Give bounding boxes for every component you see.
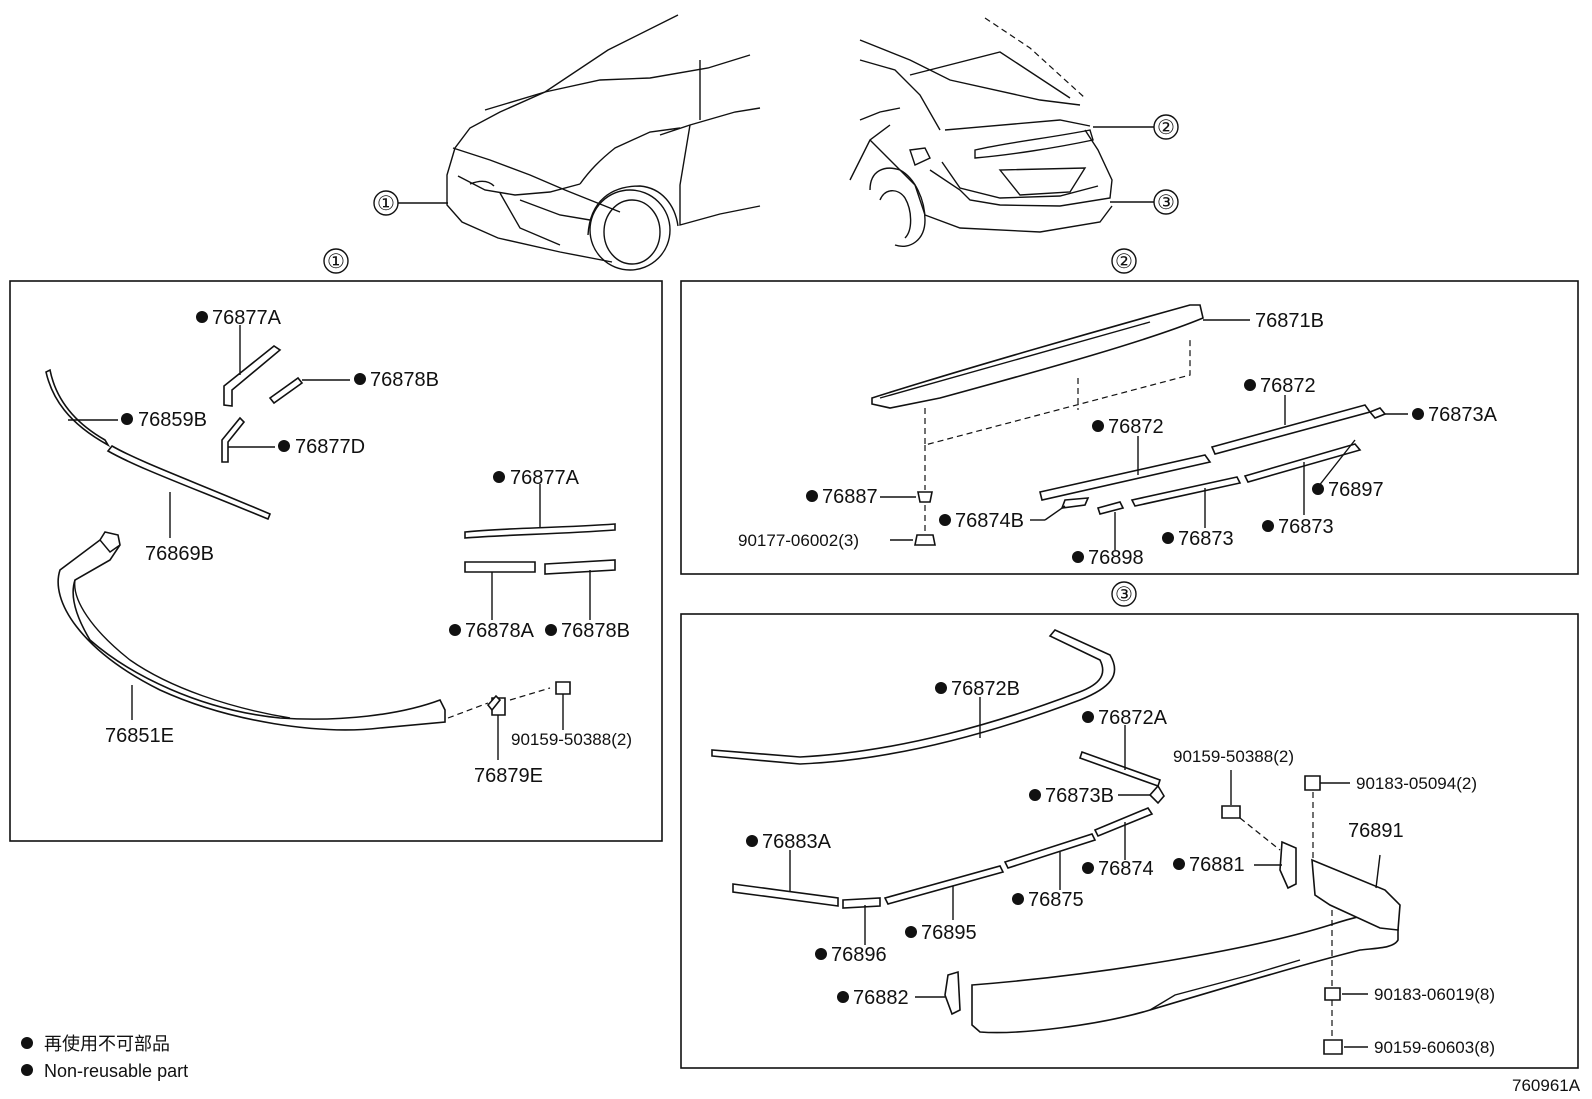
part-label-p76877a-right: 76877A [510,467,580,489]
part-label-p76879e: 76879E [474,765,543,787]
part-label-p90177-06002: 90177-06002(3) [738,531,859,550]
part-label-p76851e: 76851E [105,725,174,747]
part-label-p90159-60603: 90159-60603(8) [1374,1038,1495,1057]
part-label-p76887: 76887 [822,486,878,508]
part-label-p76898: 76898 [1088,547,1144,569]
part-label-p76873-a: 76873 [1178,528,1234,550]
part-label-p90159-50388: 90159-50388(2) [511,730,632,749]
legend-item-jp: 再使用不可部品 [44,1034,170,1054]
part-label-p76871b: 76871B [1255,310,1324,332]
part-label-p76873b: 76873B [1045,785,1114,807]
diagram-code: 760961A [1512,1076,1581,1095]
part-label-p76873-b: 76873 [1278,516,1334,538]
part-label-p76891: 76891 [1348,820,1404,842]
part-label-p90159-50388: 90159-50388(2) [1173,747,1294,766]
part-label-p76874b: 76874B [955,510,1024,532]
part-label-p76878a: 76878A [465,620,535,642]
section-2-box [680,280,1579,575]
section-1-box [9,280,663,842]
part-label-p76877d: 76877D [295,436,365,458]
part-label-s1: ① [327,251,345,273]
part-label-p76872-b: 76872 [1108,416,1164,438]
part-label-p76875: 76875 [1028,889,1084,911]
callout-2: ② [1093,114,1179,140]
part-label-p76873a: 76873A [1428,404,1498,426]
part-label-p76897: 76897 [1328,479,1384,501]
part-label-p76872b: 76872B [951,678,1020,700]
callout-1: ① [373,190,448,216]
rear-car-overview [849,17,1113,247]
part-label-p76869b: 76869B [145,543,214,565]
part-label-p76878b-right: 76878B [561,620,630,642]
part-label-p90183-06019: 90183-06019(8) [1374,985,1495,1004]
section-1: ① 76877A 76878B 76859B 76877D 76869B 768… [9,248,663,842]
part-label-p76859b: 76859B [138,409,207,431]
part-label-p76882: 76882 [853,987,909,1009]
part-label-p90183-05094: 90183-05094(2) [1356,774,1477,793]
section-3-box [680,613,1579,1069]
part-label-p76872-a: 76872 [1260,375,1316,397]
part-label-p76895: 76895 [921,922,977,944]
part-label-p76878b-top: 76878B [370,369,439,391]
legend-item-en: Non-reusable part [44,1061,188,1081]
legend: 再使用不可部品 Non-reusable part [21,1034,188,1081]
part-label-s3: ③ [1115,584,1133,606]
section-2: ② 76871B 76887 90177-06002(3) 76872 7687… [680,248,1579,575]
part-label-s2: ② [1157,117,1175,139]
part-label-p76896: 76896 [831,944,887,966]
part-label-p76883a: 76883A [762,831,832,853]
callout-3: ③ [1110,189,1179,215]
section-3: ③ 76872B 76872A 76873B 76874 76875 76895 [680,581,1579,1069]
part-label-s2: ② [1115,251,1133,273]
part-label-s3: ③ [1157,192,1175,214]
front-car-overview [446,14,761,271]
part-label-p76877a-top: 76877A [212,307,282,329]
part-label-s1: ① [377,193,395,215]
part-label-p76874: 76874 [1098,858,1154,880]
part-label-p76881: 76881 [1189,854,1245,876]
part-label-p76872a: 76872A [1098,707,1168,729]
